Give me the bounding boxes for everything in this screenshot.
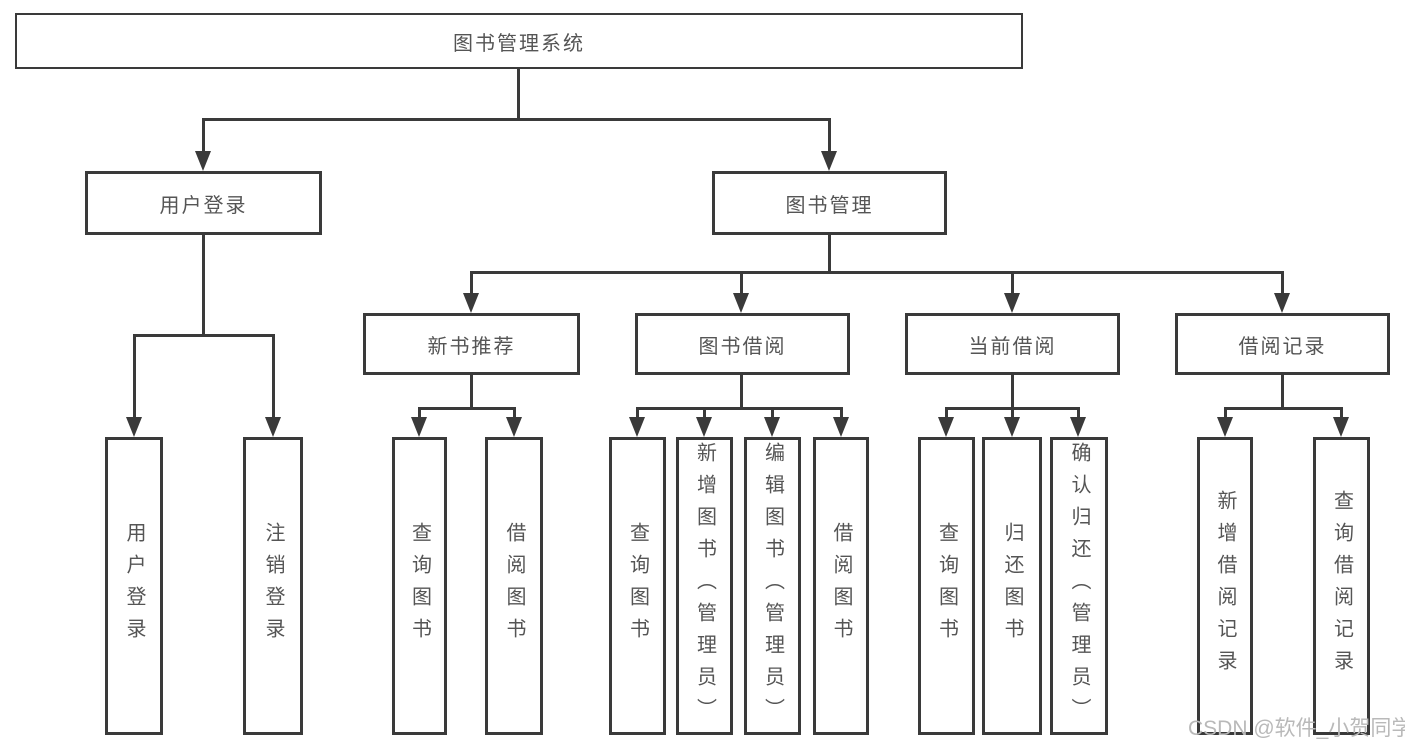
- connector-root-branch: [202, 118, 830, 121]
- node-book-management: 图书管理: [712, 171, 947, 235]
- connector-stem-leaf-logout: [272, 334, 275, 419]
- connector-book-borrow-trunk: [740, 375, 743, 407]
- connector-stem-leaf-add-record: [1224, 407, 1227, 419]
- leaf-query-book-1: 查询图书: [392, 437, 447, 735]
- connector-stem-leaf-borrow-book-1: [513, 407, 516, 419]
- leaf-user-login: 用户登录: [105, 437, 163, 735]
- node-root-label: 图书管理系统: [453, 32, 585, 55]
- connector-new-book-recommend-trunk: [470, 375, 473, 407]
- connector-user-login-branch: [133, 334, 275, 337]
- arrow-to-leaf-query-record: [1333, 417, 1349, 437]
- arrow-to-leaf-edit-book: [764, 417, 780, 437]
- leaf-query-record: 查询借阅记录: [1313, 437, 1370, 735]
- leaf-query-book-3-label: 查询图书: [935, 522, 958, 650]
- arrow-to-user-login: [195, 151, 211, 171]
- arrow-to-leaf-add-book: [696, 417, 712, 437]
- node-current-borrow-label: 当前借阅: [968, 335, 1057, 358]
- connector-stem-new-book-recommend: [470, 271, 473, 295]
- node-borrow-record-label: 借阅记录: [1238, 335, 1327, 358]
- node-user-login-label: 用户登录: [159, 194, 248, 217]
- leaf-add-book: 新增图书（管理员）: [676, 437, 733, 735]
- leaf-confirm-return: 确认归还（管理员）: [1050, 437, 1108, 735]
- leaf-edit-book: 编辑图书（管理员）: [744, 437, 801, 735]
- leaf-add-record-label: 新增借阅记录: [1214, 490, 1236, 682]
- connector-book-borrow-branch: [636, 407, 842, 410]
- arrow-to-leaf-logout: [265, 417, 281, 437]
- arrow-to-leaf-query-book-3: [938, 417, 954, 437]
- leaf-query-book-2: 查询图书: [609, 437, 666, 735]
- leaf-logout: 注销登录: [243, 437, 303, 735]
- connector-borrow-record-branch: [1224, 407, 1342, 410]
- connector-stem-leaf-return-book: [1011, 407, 1014, 419]
- leaf-borrow-book-1-label: 借阅图书: [503, 522, 525, 650]
- arrow-to-leaf-borrow-book-1: [506, 417, 522, 437]
- connector-current-borrow-trunk: [1011, 375, 1014, 407]
- node-book-borrow-label: 图书借阅: [698, 335, 787, 358]
- arrow-to-current-borrow: [1004, 293, 1020, 313]
- connector-stem-leaf-add-book: [703, 407, 706, 419]
- arrow-to-leaf-borrow-book-2: [833, 417, 849, 437]
- csdn-watermark: CSDN @软件_小贺同学: [1188, 717, 1405, 740]
- connector-book-management-trunk: [828, 235, 831, 271]
- connector-book-management-branch: [470, 271, 1284, 274]
- node-user-login: 用户登录: [85, 171, 322, 235]
- arrow-to-leaf-query-book-1: [411, 417, 427, 437]
- leaf-borrow-book-2: 借阅图书: [813, 437, 869, 735]
- leaf-add-book-label: 新增图书（管理员）: [693, 442, 716, 730]
- leaf-confirm-return-label: 确认归还（管理员）: [1068, 442, 1090, 730]
- arrow-to-leaf-user-login: [126, 417, 142, 437]
- connector-root-trunk: [517, 69, 520, 118]
- leaf-borrow-book-1: 借阅图书: [485, 437, 543, 735]
- node-new-book-recommend: 新书推荐: [363, 313, 580, 375]
- connector-stem-leaf-query-record: [1340, 407, 1343, 419]
- connector-stem-leaf-user-login: [133, 334, 136, 419]
- node-root: 图书管理系统: [15, 13, 1023, 69]
- connector-stem-leaf-query-book-2: [636, 407, 639, 419]
- leaf-borrow-book-2-label: 借阅图书: [830, 522, 852, 650]
- connector-stem-borrow-record: [1281, 271, 1284, 295]
- arrow-to-borrow-record: [1274, 293, 1290, 313]
- node-borrow-record: 借阅记录: [1175, 313, 1390, 375]
- arrow-to-leaf-add-record: [1217, 417, 1233, 437]
- leaf-query-book-3: 查询图书: [918, 437, 975, 735]
- arrow-to-book-management: [821, 151, 837, 171]
- connector-stem-book-management: [828, 118, 831, 153]
- connector-stem-current-borrow: [1011, 271, 1014, 295]
- connector-new-book-recommend-branch: [418, 407, 516, 410]
- leaf-edit-book-label: 编辑图书（管理员）: [761, 442, 784, 730]
- leaf-return-book: 归还图书: [982, 437, 1042, 735]
- connector-stem-user-login: [202, 118, 205, 153]
- connector-stem-leaf-query-book-1: [418, 407, 421, 419]
- leaf-add-record: 新增借阅记录: [1197, 437, 1253, 735]
- arrow-to-book-borrow: [733, 293, 749, 313]
- connector-stem-leaf-confirm-return: [1077, 407, 1080, 419]
- connector-stem-leaf-borrow-book-2: [840, 407, 843, 419]
- connector-borrow-record-trunk: [1281, 375, 1284, 407]
- leaf-user-login-label: 用户登录: [123, 522, 145, 650]
- arrow-to-new-book-recommend: [463, 293, 479, 313]
- node-new-book-recommend-label: 新书推荐: [427, 335, 516, 358]
- arrow-to-leaf-query-book-2: [629, 417, 645, 437]
- leaf-logout-label: 注销登录: [262, 522, 284, 650]
- connector-stem-leaf-query-book-3: [945, 407, 948, 419]
- node-current-borrow: 当前借阅: [905, 313, 1120, 375]
- leaf-query-book-1-label: 查询图书: [408, 522, 431, 650]
- connector-stem-book-borrow: [740, 271, 743, 295]
- arrow-to-leaf-confirm-return: [1070, 417, 1086, 437]
- leaf-query-record-label: 查询借阅记录: [1330, 490, 1353, 682]
- node-book-management-label: 图书管理: [785, 194, 874, 217]
- node-book-borrow: 图书借阅: [635, 313, 850, 375]
- arrow-to-leaf-return-book: [1004, 417, 1020, 437]
- connector-user-login-trunk: [202, 235, 205, 334]
- leaf-query-book-2-label: 查询图书: [626, 522, 649, 650]
- leaf-return-book-label: 归还图书: [1001, 522, 1023, 650]
- connector-stem-leaf-edit-book: [771, 407, 774, 419]
